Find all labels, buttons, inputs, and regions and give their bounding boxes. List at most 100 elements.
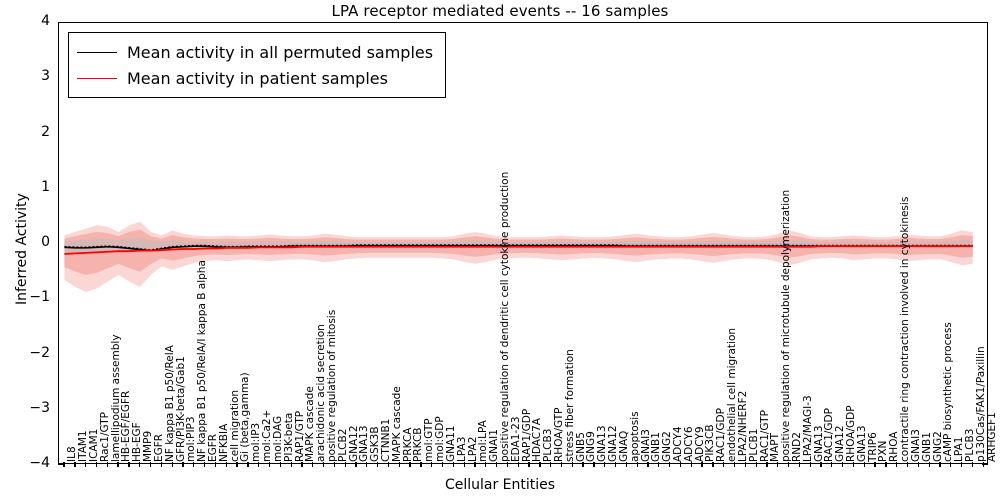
x-tick-mark [939, 462, 941, 467]
x-tick-label: NF kappa B1 p50/RelA [163, 345, 176, 462]
x-tick-label: LPA2/MAGI-3 [801, 395, 814, 462]
x-tick-label: IL8 [66, 446, 79, 462]
x-tick-label: RAP1/GTP [293, 410, 306, 462]
x-tick-label: Gi (beta,gamma) [239, 372, 252, 462]
x-tick-label: GNB1 [920, 432, 933, 462]
x-tick-mark [203, 462, 206, 467]
x-tick-label: HDAC7A [531, 418, 544, 462]
x-tick-label: NFKBIA [217, 423, 230, 462]
x-tick-label: PLCB3 [963, 428, 976, 462]
legend-item-permuted: Mean activity in all permuted samples [77, 39, 433, 65]
x-tick-label: mol:IP3 [250, 422, 263, 462]
x-tick-mark [960, 462, 963, 467]
x-tick-label: arachidonic acid secretion [315, 324, 328, 462]
x-tick-label: RHOA/GTP [553, 407, 566, 463]
x-tick-mark [420, 462, 422, 467]
x-tick-label: contractile ring contraction involved in… [899, 196, 912, 462]
y-tick-label: −1 [29, 289, 50, 306]
x-tick-mark [225, 462, 227, 467]
y-tick-label: 1 [41, 178, 50, 195]
legend-label-patient: Mean activity in patient samples [127, 68, 388, 88]
x-tick-mark [755, 462, 757, 467]
legend: Mean activity in all permuted samples Me… [68, 32, 447, 98]
x-tick-mark [495, 462, 498, 467]
x-tick-mark [668, 462, 671, 467]
x-tick-label: PRKCB [412, 427, 425, 462]
x-axis-label: Cellular Entities [444, 477, 556, 493]
y-tick-label: 2 [41, 123, 50, 140]
x-tick-mark [160, 462, 163, 467]
x-tick-mark [377, 462, 379, 467]
y-tick-mark [58, 463, 64, 465]
x-tick-mark [647, 462, 649, 467]
x-tick-label: RHOA/GDP [845, 405, 857, 462]
x-tick-mark [214, 462, 217, 467]
x-tick-label: GNA13 [855, 425, 868, 462]
x-tick-mark [604, 462, 606, 467]
x-tick-label: RND2 [790, 432, 803, 462]
x-tick-mark [593, 462, 595, 467]
x-tick-label: PLCB2 [336, 428, 349, 462]
x-tick-mark [398, 462, 400, 467]
x-tick-label: GNAI1 [488, 429, 501, 462]
x-tick-label: NF kappa B1 p50/RelA/I kappa B alpha [196, 260, 209, 462]
confidence-band-outer [64, 221, 973, 292]
x-tick-mark [658, 462, 660, 467]
x-tick-label: RHOA [888, 431, 901, 462]
x-tick-label: EGFR [152, 433, 165, 462]
x-tick-label: GNAQ [617, 430, 630, 462]
x-tick-label: EGFR [206, 433, 219, 462]
x-tick-label: positive regulation of microtubule depol… [780, 189, 793, 462]
x-tick-label: GNA11 [444, 425, 457, 462]
x-tick-mark [258, 462, 260, 467]
x-tick-mark [517, 462, 519, 467]
x-tick-mark [366, 462, 368, 467]
x-tick-label: HB-EGF [131, 422, 144, 462]
legend-line-red [77, 77, 117, 79]
x-tick-label: mol:LPA [477, 420, 490, 462]
x-tick-label: stress fiber formation [563, 349, 576, 462]
x-tick-mark [463, 462, 465, 467]
x-tick-label: CTNNB1 [380, 418, 392, 462]
x-tick-mark [636, 462, 638, 467]
x-tick-mark [268, 462, 271, 467]
x-tick-mark [798, 462, 801, 467]
x-tick-label: GNA13 [358, 425, 371, 462]
x-tick-mark [344, 462, 346, 467]
x-tick-mark [885, 462, 887, 467]
x-tick-label: ICAM1 [88, 428, 101, 462]
x-tick-label: MAPT [769, 433, 782, 462]
x-tick-mark [625, 462, 628, 467]
x-tick-label: mol:GDP [434, 416, 447, 462]
x-tick-mark [550, 462, 552, 467]
x-tick-label: GSK3B [369, 426, 382, 462]
x-tick-label: mol:Ca2+ [261, 409, 274, 462]
legend-item-patient: Mean activity in patient samples [77, 65, 433, 91]
x-tick-mark [874, 462, 876, 467]
x-tick-label: GNA12 [834, 425, 847, 462]
x-tick-mark [906, 462, 909, 467]
x-tick-mark [971, 462, 974, 467]
x-tick-label: LPA3 [455, 436, 468, 462]
x-tick-mark [863, 462, 865, 467]
x-tick-label: p130Cas/FAK1/Paxillin [974, 346, 987, 462]
x-tick-mark [528, 462, 530, 467]
x-tick-mark [74, 462, 76, 467]
x-tick-mark [831, 462, 833, 467]
x-tick-mark [117, 462, 119, 467]
x-tick-label: RAC1/GTP [758, 410, 771, 462]
x-tick-mark [733, 462, 736, 467]
x-tick-mark [679, 462, 682, 467]
x-tick-mark [690, 462, 692, 467]
x-tick-label: ADCY6 [682, 426, 695, 462]
x-tick-label: LPA2/NHERF2 [736, 390, 749, 462]
x-tick-mark [928, 462, 930, 467]
x-tick-mark [560, 462, 563, 467]
y-tick-label: 3 [41, 68, 50, 85]
x-tick-mark [950, 462, 952, 467]
x-tick-label: PI3K-beta [282, 412, 295, 462]
x-tick-label: PLCB3 [542, 428, 555, 462]
x-tick-mark [712, 462, 714, 467]
x-tick-mark [182, 462, 184, 467]
